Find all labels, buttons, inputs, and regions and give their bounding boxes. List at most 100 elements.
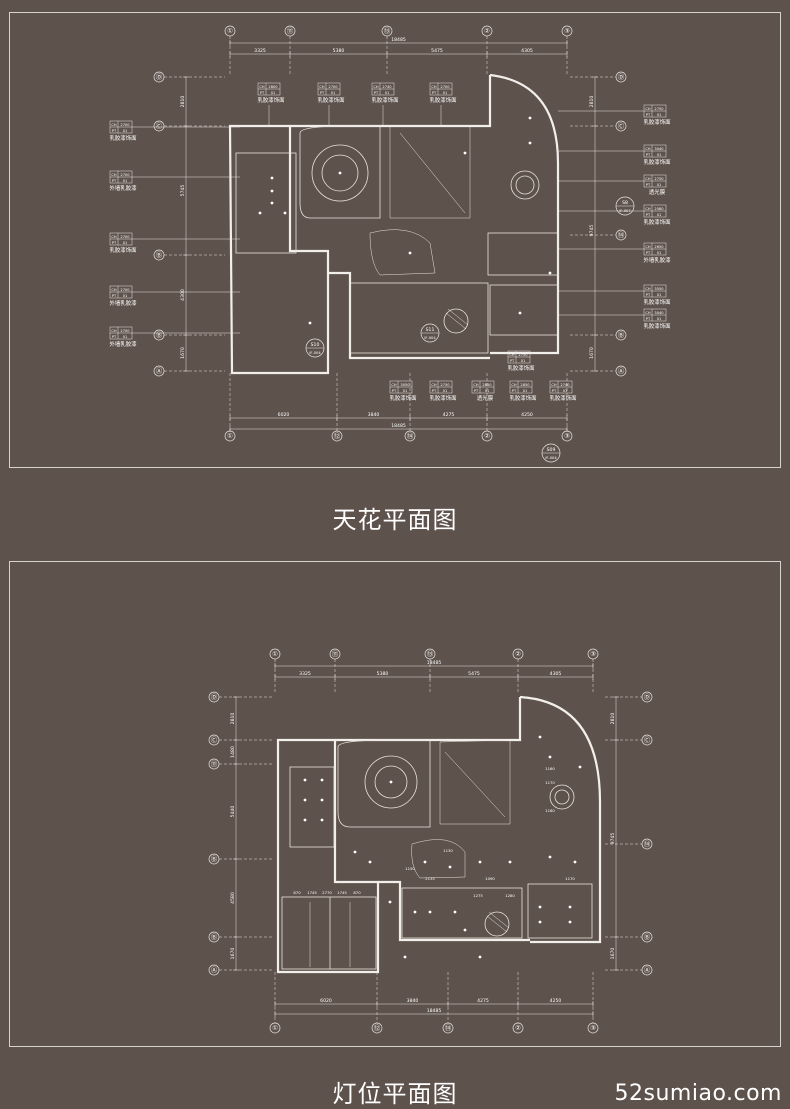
section-mark-ref: IF-004 bbox=[309, 351, 321, 355]
ceiling-tag-top-key: CH bbox=[259, 85, 265, 89]
downlight-icon bbox=[548, 855, 552, 859]
ceiling-tag-bottom-code: 01 bbox=[521, 359, 526, 363]
downlight-icon bbox=[508, 860, 512, 864]
ceiling-tag-right-key: PT bbox=[646, 213, 651, 217]
downlight-icon bbox=[478, 860, 482, 864]
wall-west-wing bbox=[276, 738, 380, 974]
wall-west-wing bbox=[228, 124, 330, 375]
bedroom-round-inner bbox=[554, 789, 570, 805]
top-dimension-label: 5475 bbox=[468, 671, 480, 677]
ceiling-tag-bottom-label: 乳胶漆饰面 bbox=[508, 364, 536, 372]
top-grid-bubble-label: ⑪ bbox=[332, 650, 339, 658]
bottom-dimension-label: 4275 bbox=[477, 998, 489, 1004]
ceiling-tag-bottom-code: 01 bbox=[443, 389, 448, 393]
ceiling-tag-bottom-key: CH bbox=[509, 353, 515, 357]
ceiling-tag-left-value: 2700 bbox=[120, 288, 130, 292]
ceiling-tag-right-key: CH bbox=[645, 311, 651, 315]
ceiling-tag-left-value: 2700 bbox=[120, 235, 130, 239]
living-round-hatch bbox=[445, 308, 469, 330]
ceiling-tag-left-key: PT bbox=[112, 294, 117, 298]
left-dimension-label: 5745 bbox=[180, 185, 186, 197]
ceiling-tag-bottom-key: PT bbox=[474, 389, 479, 393]
bedroom-round-ceiling bbox=[510, 170, 540, 200]
downlight-icon bbox=[463, 151, 467, 155]
ceiling-tag-top-key: PT bbox=[260, 91, 265, 95]
ceiling-tag-bottom-code: 01 bbox=[485, 389, 490, 393]
downlight-icon bbox=[578, 765, 582, 769]
ceiling-tag-bottom-key: CH bbox=[391, 383, 397, 387]
left-grid-bubble-label: Ⓑ bbox=[156, 251, 163, 259]
section-mark-ref: IF-004 bbox=[424, 336, 436, 340]
downlight-icon bbox=[353, 850, 357, 854]
ceiling-tag-bottom-code: 01 bbox=[563, 389, 568, 393]
ceiling-tag-left-code: 01 bbox=[123, 335, 128, 339]
downlight-icon bbox=[568, 905, 572, 909]
ceiling-tag-bottom-value: 2750 bbox=[440, 383, 450, 387]
left-dimension-label: 4580 bbox=[230, 892, 236, 904]
ceiling-tag-right-key: PT bbox=[646, 251, 651, 255]
left-dimension-label: 2810 bbox=[180, 96, 186, 108]
ceiling-tag-top-label: 乳胶漆饰面 bbox=[430, 96, 458, 104]
ceiling-tag-right-key: PT bbox=[646, 153, 651, 157]
lighting-plan-title: 灯位平面图 bbox=[332, 1080, 458, 1108]
ceiling-tag-top-code: 01 bbox=[443, 91, 448, 95]
ceiling-tag-right-key: CH bbox=[645, 287, 651, 291]
bath-zone bbox=[487, 232, 559, 276]
ceiling-tag-right-label: 乳胶漆饰面 bbox=[644, 322, 672, 330]
top-grid-bubble-label: ⑬ bbox=[384, 27, 391, 35]
chandelier-icon bbox=[338, 171, 342, 175]
ceiling-plan-title: 天花平面图 bbox=[332, 506, 458, 534]
wall-south bbox=[328, 271, 490, 360]
downlight-icon bbox=[270, 176, 274, 180]
downlight-icon bbox=[320, 798, 324, 802]
section-mark-id: S10 bbox=[311, 342, 320, 348]
downlight-icon bbox=[478, 955, 482, 959]
left-grid-bubble-label: Ⓒ bbox=[156, 122, 163, 130]
study-zone bbox=[289, 766, 335, 848]
ceiling-tag-left-key: CH bbox=[111, 288, 117, 292]
left-dimension-label: 4300 bbox=[180, 289, 186, 301]
diagonal-line bbox=[399, 132, 466, 214]
ceiling-tag-right-key: CH bbox=[645, 147, 651, 151]
left-grid-bubble-label: Ⓑ bbox=[211, 855, 218, 863]
ceiling-tag-bottom-label: 透光膜 bbox=[477, 394, 494, 402]
ceiling-tag-top-code: 01 bbox=[331, 91, 336, 95]
ceiling-tag-top-label: 乳胶漆饰面 bbox=[318, 96, 346, 104]
ceiling-tag-right-label: 乳胶漆饰面 bbox=[644, 218, 672, 226]
ceiling-tag-bottom-value: 2750 bbox=[518, 353, 528, 357]
downlight-icon bbox=[258, 211, 262, 215]
round-ceiling-outer bbox=[311, 144, 369, 202]
living-ceiling-zone bbox=[349, 282, 489, 354]
right-dimension-label: 2810 bbox=[589, 96, 595, 108]
left-dimension-label: 5440 bbox=[230, 806, 236, 818]
ceiling-tag-right-code: 01 bbox=[657, 317, 662, 321]
wall-south bbox=[378, 880, 530, 942]
ceiling-tag-right-label: 乳胶漆饰面 bbox=[644, 298, 672, 306]
bottom-grid-bubble-label: ③ bbox=[564, 432, 570, 440]
downlight-icon bbox=[303, 818, 307, 822]
ceiling-tag-left-key: CH bbox=[111, 235, 117, 239]
right-grid-bubble-label: ⑭ bbox=[618, 231, 625, 239]
bottom-grid-bubble-label: ② bbox=[484, 432, 490, 440]
right-grid-bubble-label: Ⓑ bbox=[644, 933, 651, 941]
downlight-icon bbox=[538, 905, 542, 909]
ceiling-tag-top-code: 01 bbox=[385, 91, 390, 95]
ceiling-tag-right-value: 3040 bbox=[654, 147, 664, 151]
bottom-grid-bubble-label: ① bbox=[272, 1024, 278, 1032]
wall-east-curve bbox=[489, 73, 560, 355]
downlight-icon bbox=[428, 910, 432, 914]
wall-north bbox=[335, 697, 522, 742]
section-mark-id: S09 bbox=[547, 447, 556, 453]
bottom-dimension-label: 4250 bbox=[521, 412, 533, 418]
ceiling-tag-left-key: PT bbox=[112, 241, 117, 245]
top-dimension-total: 18485 bbox=[391, 37, 406, 43]
ceiling-tag-bottom-key: CH bbox=[551, 383, 557, 387]
ceiling-tag-left-code: 01 bbox=[123, 294, 128, 298]
inner-dimension: 1130 bbox=[443, 848, 453, 853]
downlight-icon bbox=[303, 798, 307, 802]
ceiling-tag-right-key: PT bbox=[646, 293, 651, 297]
ceiling-tag-bottom-key: PT bbox=[552, 389, 557, 393]
right-dimension-label: 1670 bbox=[610, 948, 616, 960]
top-dimension-label: 4305 bbox=[550, 671, 562, 677]
